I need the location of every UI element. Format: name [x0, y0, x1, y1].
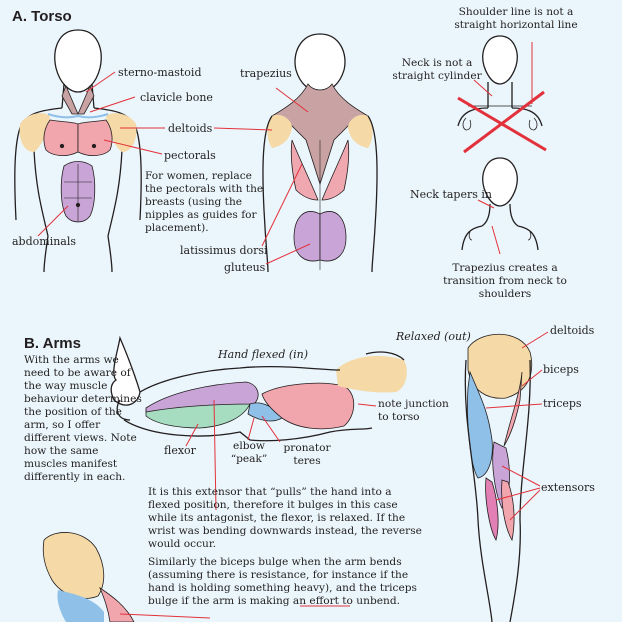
note-trapezius-transition: Trapezius creates a transition from neck… — [443, 262, 567, 300]
label-extensors-arm: extensors — [541, 481, 595, 494]
label-latissimus-dorsi: latissimus dorsi — [180, 244, 268, 257]
label-deltoids-front: deltoids — [168, 122, 213, 135]
label-deltoids-arm: deltoids — [550, 324, 595, 337]
deltoid-relaxed-muscle — [467, 333, 533, 399]
front-torso-leaders — [37, 71, 165, 237]
sterno-mastoid-muscle — [61, 84, 95, 115]
title-relaxed: Relaxed (out) — [396, 330, 471, 343]
note-neck-cylinder: Neck is not a straight cylinder — [392, 57, 482, 82]
back-torso-leaders — [213, 87, 311, 265]
label-abdominals: abdominals — [12, 235, 77, 248]
trapezius-muscle — [271, 83, 369, 186]
deltoid-flexed-muscle — [336, 355, 407, 393]
deltoid-left — [19, 113, 50, 152]
gluteus-left — [293, 211, 321, 262]
label-biceps-arm: biceps — [543, 363, 579, 376]
deltoid-bent-muscle — [42, 532, 105, 599]
title-hand-flexed: Hand flexed (in) — [218, 348, 309, 361]
bent-arm-figure — [42, 532, 135, 622]
arms-intro-text: With the arms we need to be aware of the… — [24, 354, 142, 483]
gluteus-right — [319, 211, 347, 262]
label-flexor: flexor — [164, 444, 196, 457]
label-gluteus: gluteus — [224, 261, 266, 274]
neck-study-crossed — [457, 35, 543, 131]
cross-mark — [457, 90, 547, 154]
text-extensor-explanation: It is this extensor that “pulls” the han… — [148, 486, 422, 550]
biceps-flexed-muscle — [261, 382, 355, 430]
back-deltoid-right — [348, 114, 373, 148]
section-arms-heading: B. Arms — [24, 335, 81, 352]
back-torso-figure — [262, 33, 378, 273]
note-women-pectorals: For women, replace the pectorals with th… — [145, 170, 264, 234]
text-biceps-explanation: Similarly the biceps bulge when the arm … — [148, 556, 417, 607]
label-clavicle-bone: clavicle bone — [140, 91, 213, 104]
label-pronator-teres: pronator teres — [283, 442, 331, 467]
front-torso-figure — [14, 29, 142, 273]
biceps-relaxed-muscle — [503, 371, 523, 447]
flexed-arm-figure — [110, 335, 407, 442]
section-torso-heading: A. Torso — [12, 8, 72, 25]
note-shoulder-line: Shoulder line is not a straight horizont… — [454, 6, 578, 31]
pectoral-left — [43, 119, 79, 156]
label-sterno-mastoid: sterno-mastoid — [118, 66, 202, 79]
label-pectorals: pectorals — [164, 149, 216, 162]
bent-arm-leaders — [119, 605, 350, 619]
back-deltoid-left — [267, 114, 292, 148]
extensor-relaxed-2 — [485, 477, 499, 541]
biceps-bent-muscle — [99, 586, 135, 622]
flexed-arm-leaders — [185, 399, 377, 511]
neck-study-correct — [461, 157, 539, 251]
latissimus-right — [321, 139, 350, 201]
extensor-flexed-muscle — [145, 381, 259, 413]
neck-leaders-2 — [477, 199, 501, 255]
triceps-bent-muscle — [57, 590, 104, 622]
extensor-relaxed-3 — [501, 479, 515, 542]
label-triceps-arm: triceps — [543, 397, 582, 410]
label-trapezius: trapezius — [240, 67, 292, 80]
deltoid-right — [106, 113, 137, 152]
relaxed-arm-leaders — [485, 331, 549, 521]
neck-leaders-1 — [473, 42, 533, 104]
label-note-junction: note junction to torso — [378, 398, 449, 423]
note-neck-tapers: Neck tapers in — [410, 188, 492, 201]
relaxed-arm-figure — [464, 333, 533, 622]
latissimus-left — [290, 139, 319, 201]
pectoral-right — [77, 119, 113, 156]
label-elbow-peak: elbow “peak” — [230, 440, 268, 465]
